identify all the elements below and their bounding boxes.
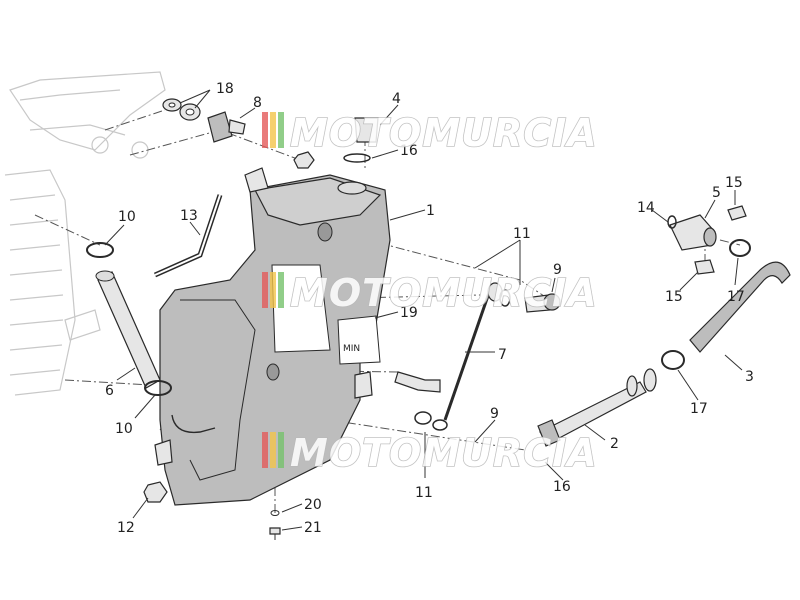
clamp-17-lower [661,350,685,370]
callout-13: 13 [180,208,198,224]
watermark-top: MOTOMURCIA [262,110,598,156]
callouts: 1 2 3 4 5 6 7 8 9 9 10 10 11 11 12 13 14… [105,81,754,536]
watermark-stripe-red [262,272,268,308]
watermark-stripe-red [262,112,268,148]
callout-20: 20 [304,497,322,513]
ghost-frame [4,71,166,396]
nut-12 [143,481,168,503]
banjo-fitting [394,371,441,393]
callout-21: 21 [304,520,322,536]
gasket-11-upper [499,289,511,307]
watermark-middle: MOTOMURCIA [262,270,598,316]
screw-15-lower [694,259,715,275]
callout-10-upper: 10 [118,209,136,225]
callout-8: 8 [253,95,262,111]
watermark-stripe-green [278,432,284,468]
oil-tank [154,167,391,506]
hose-6 [95,270,161,389]
watermark-text-top: MOTOMURCIA [290,111,598,155]
callout-18: 18 [216,81,234,97]
nut-top [293,151,315,169]
callout-14: 14 [637,200,655,216]
callout-10-lower: 10 [115,421,133,437]
hose-3 [689,261,791,353]
clamp-10-top [86,242,114,258]
gasket-11-lower [414,411,432,425]
watermark-stripe-yellow [270,272,276,308]
watermark-stripe-red [262,432,268,468]
callout-16-top: 16 [400,143,418,159]
callout-9-upper: 9 [553,262,562,278]
watermark-bottom: MOTOMURCIA [262,430,598,476]
callout-2: 2 [610,436,619,452]
watermark-stripe-green [278,112,284,148]
watermark-stripe-yellow [270,112,276,148]
callout-15-lower: 15 [665,289,683,305]
flange-5 [669,214,717,251]
breather-pipe-13 [153,194,223,278]
callout-11-lower: 11 [415,485,433,501]
watermark-stripe-yellow [270,432,276,468]
banjo-bolt-9-upper [524,293,561,313]
callout-17-upper: 17 [727,289,745,305]
callout-12: 12 [117,520,135,536]
callout-19: 19 [400,305,418,321]
callout-1: 1 [426,203,435,219]
leader-lines [104,89,743,531]
dipstick-7 [432,282,503,431]
callout-11-upper: 11 [513,226,531,242]
watermark-stripe-green [278,272,284,308]
callout-16: 16 [553,479,571,495]
callout-5: 5 [712,185,721,201]
callout-15-upper: 15 [725,175,743,191]
silentblock-8 [207,111,246,143]
clamp-10-bottom [144,380,172,396]
callout-7: 7 [498,347,507,363]
clamp-17-upper [729,239,751,257]
callout-9-lower: 9 [490,406,499,422]
callout-4: 4 [392,91,401,107]
screw-21 [269,527,281,540]
screw-15-upper [727,205,747,221]
filler-cap-4 [354,117,379,143]
callout-6: 6 [105,383,114,399]
oil-pipe-2 [537,368,657,447]
min-label: MIN [343,344,360,354]
oring-16-top [343,153,371,163]
watermark-text-middle: MOTOMURCIA [290,271,598,315]
level-window: MIN [337,315,381,365]
watermark-text-bottom: MOTOMURCIA [290,431,598,475]
callout-3: 3 [745,369,754,385]
washer-20 [270,510,280,516]
callout-17-lower: 17 [690,401,708,417]
